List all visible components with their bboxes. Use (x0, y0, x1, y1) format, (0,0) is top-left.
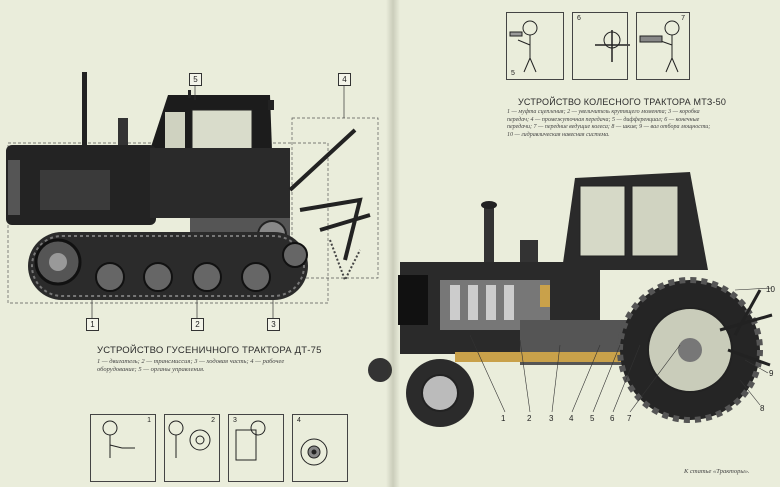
part-number-8: 8 (760, 404, 765, 413)
part-number-3: 3 (549, 414, 554, 423)
part-number-5: 5 (590, 414, 595, 423)
crawler-tractor-title: УСТРОЙСТВО ГУСЕНИЧНОГО ТРАКТОРА ДТ-75 (97, 345, 322, 356)
panel-number: 3 (233, 417, 237, 424)
panel-number: 7 (681, 15, 685, 22)
wheel-tractor-title: УСТРОЙСТВО КОЛЕСНОГО ТРАКТОРА МТЗ-50 (518, 97, 727, 107)
panel-number: 2 (211, 417, 215, 424)
part-number-1: 1 (501, 414, 506, 423)
callout-3: 3 (267, 318, 280, 331)
panel-6: 6 (572, 12, 628, 80)
panel-number: 1 (147, 417, 151, 424)
wheel-tractor-illustration (368, 172, 773, 427)
part-number-4: 4 (569, 414, 574, 423)
panel-number: 4 (297, 417, 301, 424)
panel-5: 5 (506, 12, 564, 80)
crawler-tractor-illustration (6, 72, 379, 318)
panel-1: 1 (90, 414, 156, 482)
part-number-6: 6 (610, 414, 615, 423)
callout-4: 4 (338, 73, 351, 86)
part-number-7: 7 (627, 414, 632, 423)
panel-3: 3 (228, 414, 284, 482)
page-gutter (386, 0, 400, 487)
part-number-2: 2 (527, 414, 532, 423)
panel-2: 2 (164, 414, 220, 482)
callout-1: 1 (86, 318, 99, 331)
panel-number: 6 (577, 15, 581, 22)
panel-4: 4 (292, 414, 348, 482)
part-number-10: 10 (766, 285, 775, 294)
panel-number: 5 (511, 70, 515, 77)
wheel-tractor-legend: 1 — муфта сцепления; 2 — увеличитель кру… (507, 109, 711, 138)
callout-2: 2 (191, 318, 204, 331)
panel-figures (102, 20, 680, 466)
panel-7: 7 (636, 12, 690, 80)
callout-5: 5 (189, 73, 202, 86)
part-number-9: 9 (769, 369, 774, 378)
crawler-tractor-legend: 1 — двигатель; 2 — трансмиссия; 3 — ходо… (97, 358, 285, 373)
article-credit: К статье «Тракторы». (684, 468, 750, 475)
